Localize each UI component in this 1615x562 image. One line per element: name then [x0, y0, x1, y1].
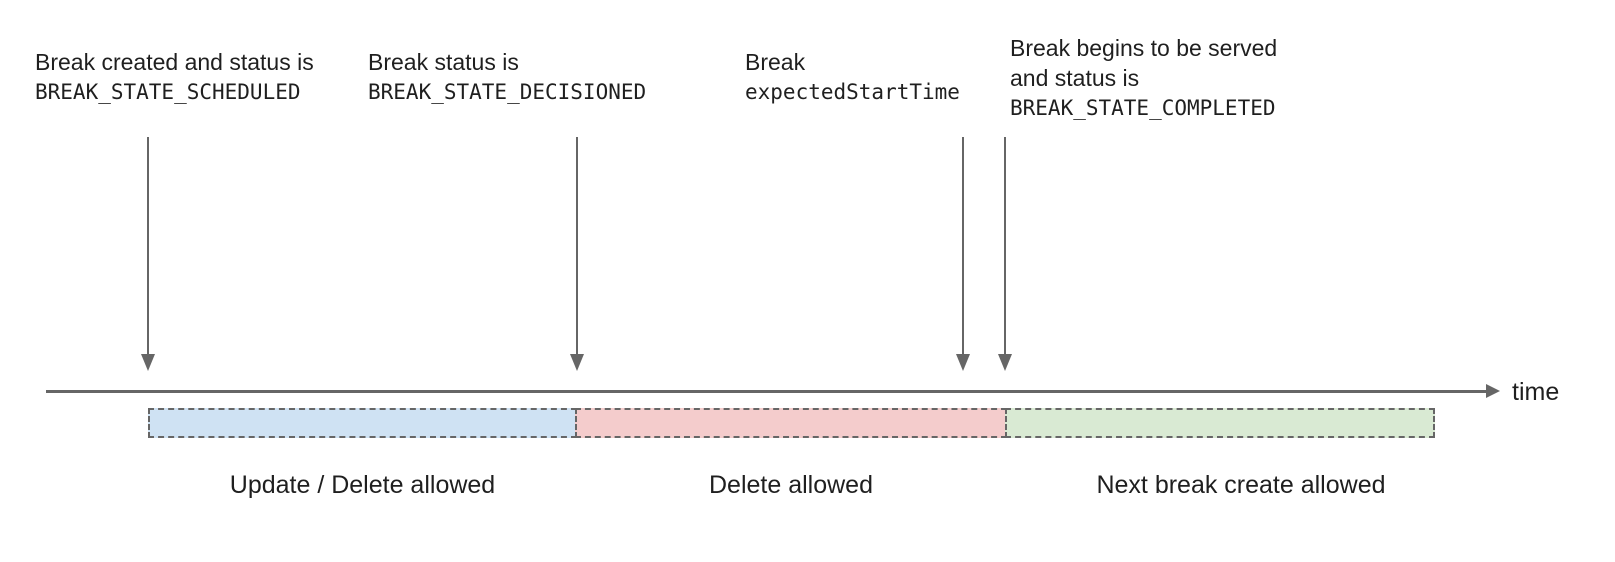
annotation-text: Break [745, 49, 806, 75]
segment-caption: Update / Delete allowed [229, 471, 496, 499]
segment-caption: Next break create allowed [1096, 471, 1386, 499]
annotation-break-decisioned: Break status is BREAK_STATE_DECISIONED [368, 47, 646, 107]
annotation-code: BREAK_STATE_DECISIONED [368, 80, 647, 104]
down-arrow-icon [998, 137, 1012, 371]
down-arrow-icon [570, 137, 584, 371]
annotation-text: Break begins to be served [1010, 35, 1278, 61]
annotation-expected-start-time: Break expectedStartTime [745, 47, 960, 107]
timeline-segments [148, 408, 1435, 438]
segment-delete-allowed [575, 408, 1007, 438]
annotation-text: Break status is [368, 49, 519, 75]
time-axis-arrow-icon [46, 384, 1500, 398]
annotation-text: and status is [1010, 65, 1140, 91]
annotation-code: expectedStartTime [745, 80, 960, 104]
annotation-break-scheduled: Break created and status is BREAK_STATE_… [35, 47, 314, 107]
annotation-text: Break created and status is [35, 49, 314, 75]
annotation-code: BREAK_STATE_SCHEDULED [35, 80, 301, 104]
down-arrow-icon [956, 137, 970, 371]
down-arrow-icon [141, 137, 155, 371]
segment-next-break-create-allowed [1005, 408, 1435, 438]
segment-caption: Delete allowed [709, 471, 873, 499]
time-axis-label: time [1512, 378, 1560, 406]
annotation-code: BREAK_STATE_COMPLETED [1010, 96, 1276, 120]
segment-update-delete-allowed [148, 408, 577, 438]
annotation-break-completed: Break begins to be served and status is … [1010, 33, 1277, 123]
